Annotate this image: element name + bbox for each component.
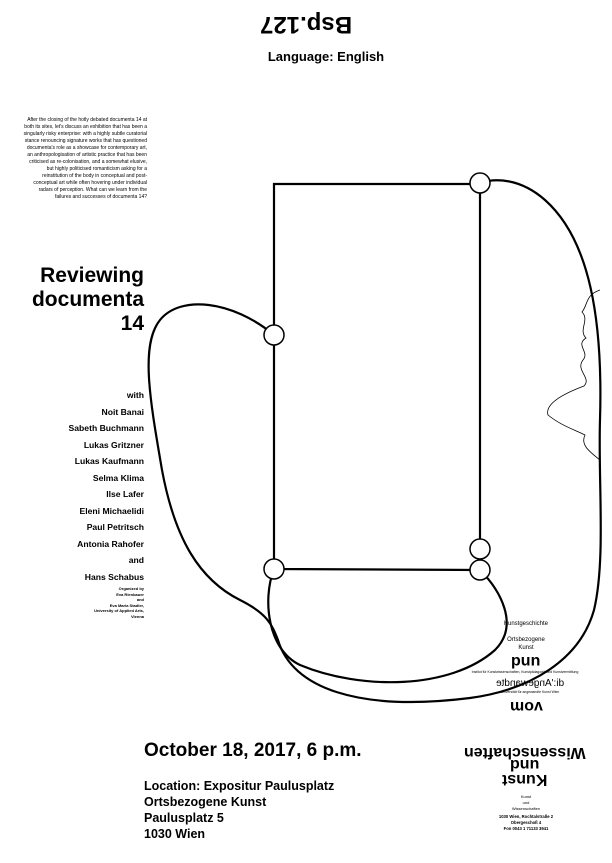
organizer-line: Organized by: [118, 586, 144, 591]
inst-address: 1030 Wien, Rochtalstraße 2 Obergeschoß 4…: [476, 814, 576, 832]
organizer-line: University of Applied Arts,: [94, 608, 144, 613]
stop-marker: [469, 538, 491, 560]
event-location: Location: Expositur Paulusplatz Ortsbezo…: [144, 778, 334, 842]
event-title-line: documenta: [31, 288, 144, 311]
stop-marker: [263, 558, 285, 580]
inner-lower-loop-line: [267, 568, 508, 684]
organizer-line: Vienna: [130, 613, 144, 619]
participant: Lukas Gritzner: [83, 439, 144, 450]
organizers: Organized by Eva Rienbauer and Eva Maria…: [40, 586, 144, 619]
inst-kunstgeschichte: Kunstgeschichte: [503, 621, 549, 627]
addr-small-line: und: [522, 800, 530, 805]
location-line: Ortsbezogene Kunst: [144, 795, 267, 809]
inst-uni-line: Universität für angewandte Kunst Wien: [500, 690, 560, 694]
address-line: Obergeschoß 4: [510, 820, 542, 825]
stop-marker: [469, 172, 491, 194]
participant: Noit Banai: [101, 406, 145, 417]
participant: Sabeth Buchmann: [68, 423, 144, 433]
inst-kunst: Kunst: [518, 645, 534, 651]
event-title: Reviewing documenta 14: [20, 264, 144, 336]
outer-loop-line: [147, 179, 602, 704]
inst-vom: vom: [509, 698, 543, 715]
organizer-line: Eva Rienbauer: [116, 591, 144, 597]
event-title-line: Reviewing: [40, 264, 144, 287]
inst-kunst-2: Kunst: [502, 771, 548, 788]
addr-small-line: Wissenschaften: [511, 806, 541, 811]
stop-marker: [469, 559, 491, 581]
participant: Paul Petritsch: [86, 522, 144, 532]
stop-marker: [263, 324, 285, 346]
event-date: October 18, 2017, 6 p.m.: [144, 740, 362, 761]
address-line: Fon 0043 1 71133 3941: [503, 826, 549, 831]
addr-small-line: Kunst: [520, 794, 532, 799]
inst-ortsbezogene: Ortsbezogene: [507, 637, 545, 643]
inst-und: und: [511, 653, 541, 670]
location-line: Location: Expositur Paulusplatz: [144, 779, 335, 793]
intro-text: After the closing of the hotly debated d…: [23, 117, 147, 200]
participant: Eleni Michaelidi: [79, 505, 144, 516]
address-line: 1030 Wien, Rochtalstraße 2: [498, 814, 554, 819]
location-line: Paulusplatz 5: [144, 811, 224, 825]
poster-code: Bsp.127: [259, 11, 353, 38]
participant: Selma Klima: [92, 472, 144, 483]
organizer-line: and: [136, 597, 144, 602]
language-label: Language: English: [267, 49, 385, 64]
participant: Antonia Rahofer: [77, 538, 144, 549]
inst-addr-small: Kunst und Wissenschaften: [486, 794, 566, 812]
location-line: 1030 Wien: [144, 827, 206, 841]
participant: Ilse Lafer: [106, 489, 144, 499]
participant: with: [126, 390, 144, 400]
coastline-sketch: [547, 289, 601, 461]
inst-fine-print: Institut für Kunstwissenschaften, Kunstp…: [471, 670, 579, 674]
angewandte-logo: di:'Angewandte: [495, 678, 565, 689]
event-title-line: 14: [120, 312, 144, 335]
organizer-line: Eva Maria Stadler,: [109, 602, 144, 608]
participant: Hans Schabus: [84, 571, 144, 582]
participant: and: [128, 555, 144, 565]
participant: Lukas Kaufmann: [74, 456, 144, 466]
rectangle-route-line: [272, 182, 482, 572]
participant-list: with Noit Banai Sabeth Buchmann Lukas Gr…: [20, 387, 144, 585]
